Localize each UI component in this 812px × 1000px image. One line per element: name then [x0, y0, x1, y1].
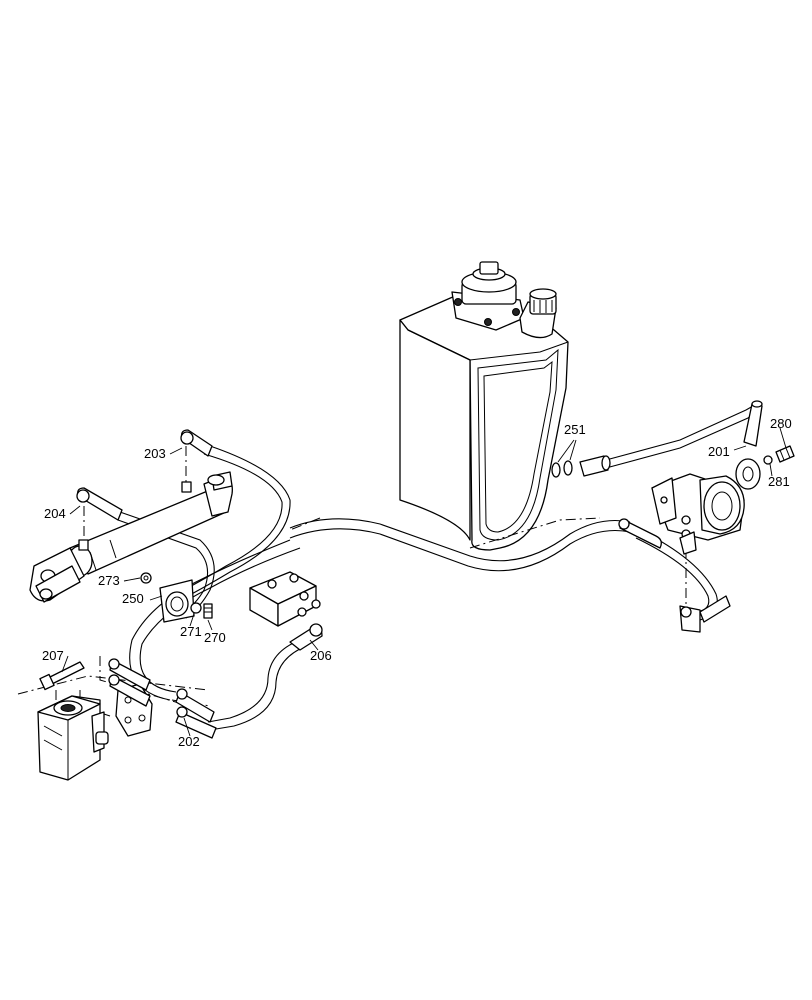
hose-lines: [117, 401, 761, 731]
callout-251: 251: [564, 422, 586, 437]
callout-203: 203: [144, 446, 166, 461]
o-ring-281: [763, 455, 773, 465]
pump-flange-201: [735, 458, 761, 490]
callout-281: 281: [768, 474, 790, 489]
steering-unit: [37, 695, 109, 781]
callout-270: 270: [204, 630, 226, 645]
hydraulic-tank: [399, 295, 569, 551]
bolt-270: [203, 603, 213, 619]
suction-fitting-251: [551, 455, 611, 478]
nut-271: [190, 602, 202, 614]
callout-250: 250: [122, 591, 144, 606]
hose-fitting-206: [289, 623, 323, 651]
valve-block: [249, 571, 321, 627]
callout-207: 207: [42, 648, 64, 663]
tank-breather-filter-cap: [451, 261, 525, 331]
steering-cylinder: [29, 471, 233, 603]
fitting-280: [775, 445, 795, 463]
tank-filler-neck-cap: [519, 288, 557, 339]
elbow-fitting-201: [743, 400, 763, 447]
hydraulic-gear-pump: [651, 473, 745, 555]
bolt-273: [140, 572, 152, 584]
callout-202: 202: [178, 734, 200, 749]
bolt-207: [39, 661, 85, 691]
callout-201: 201: [708, 444, 730, 459]
pump-hose-fittings: [618, 518, 731, 633]
callout-273: 273: [98, 573, 120, 588]
hose-fitting-204: [76, 487, 123, 551]
leader-lines: [61, 427, 787, 737]
callout-271: 271: [180, 624, 202, 639]
hose-fittings-202: [108, 658, 217, 739]
callout-labels: 203 204 273 250 271 270 206 207 202 251 …: [42, 416, 792, 749]
hose-bracket: [159, 579, 195, 623]
callout-204: 204: [44, 506, 66, 521]
hose-fitting-203: [180, 429, 213, 493]
callout-206: 206: [310, 648, 332, 663]
callout-280: 280: [770, 416, 792, 431]
